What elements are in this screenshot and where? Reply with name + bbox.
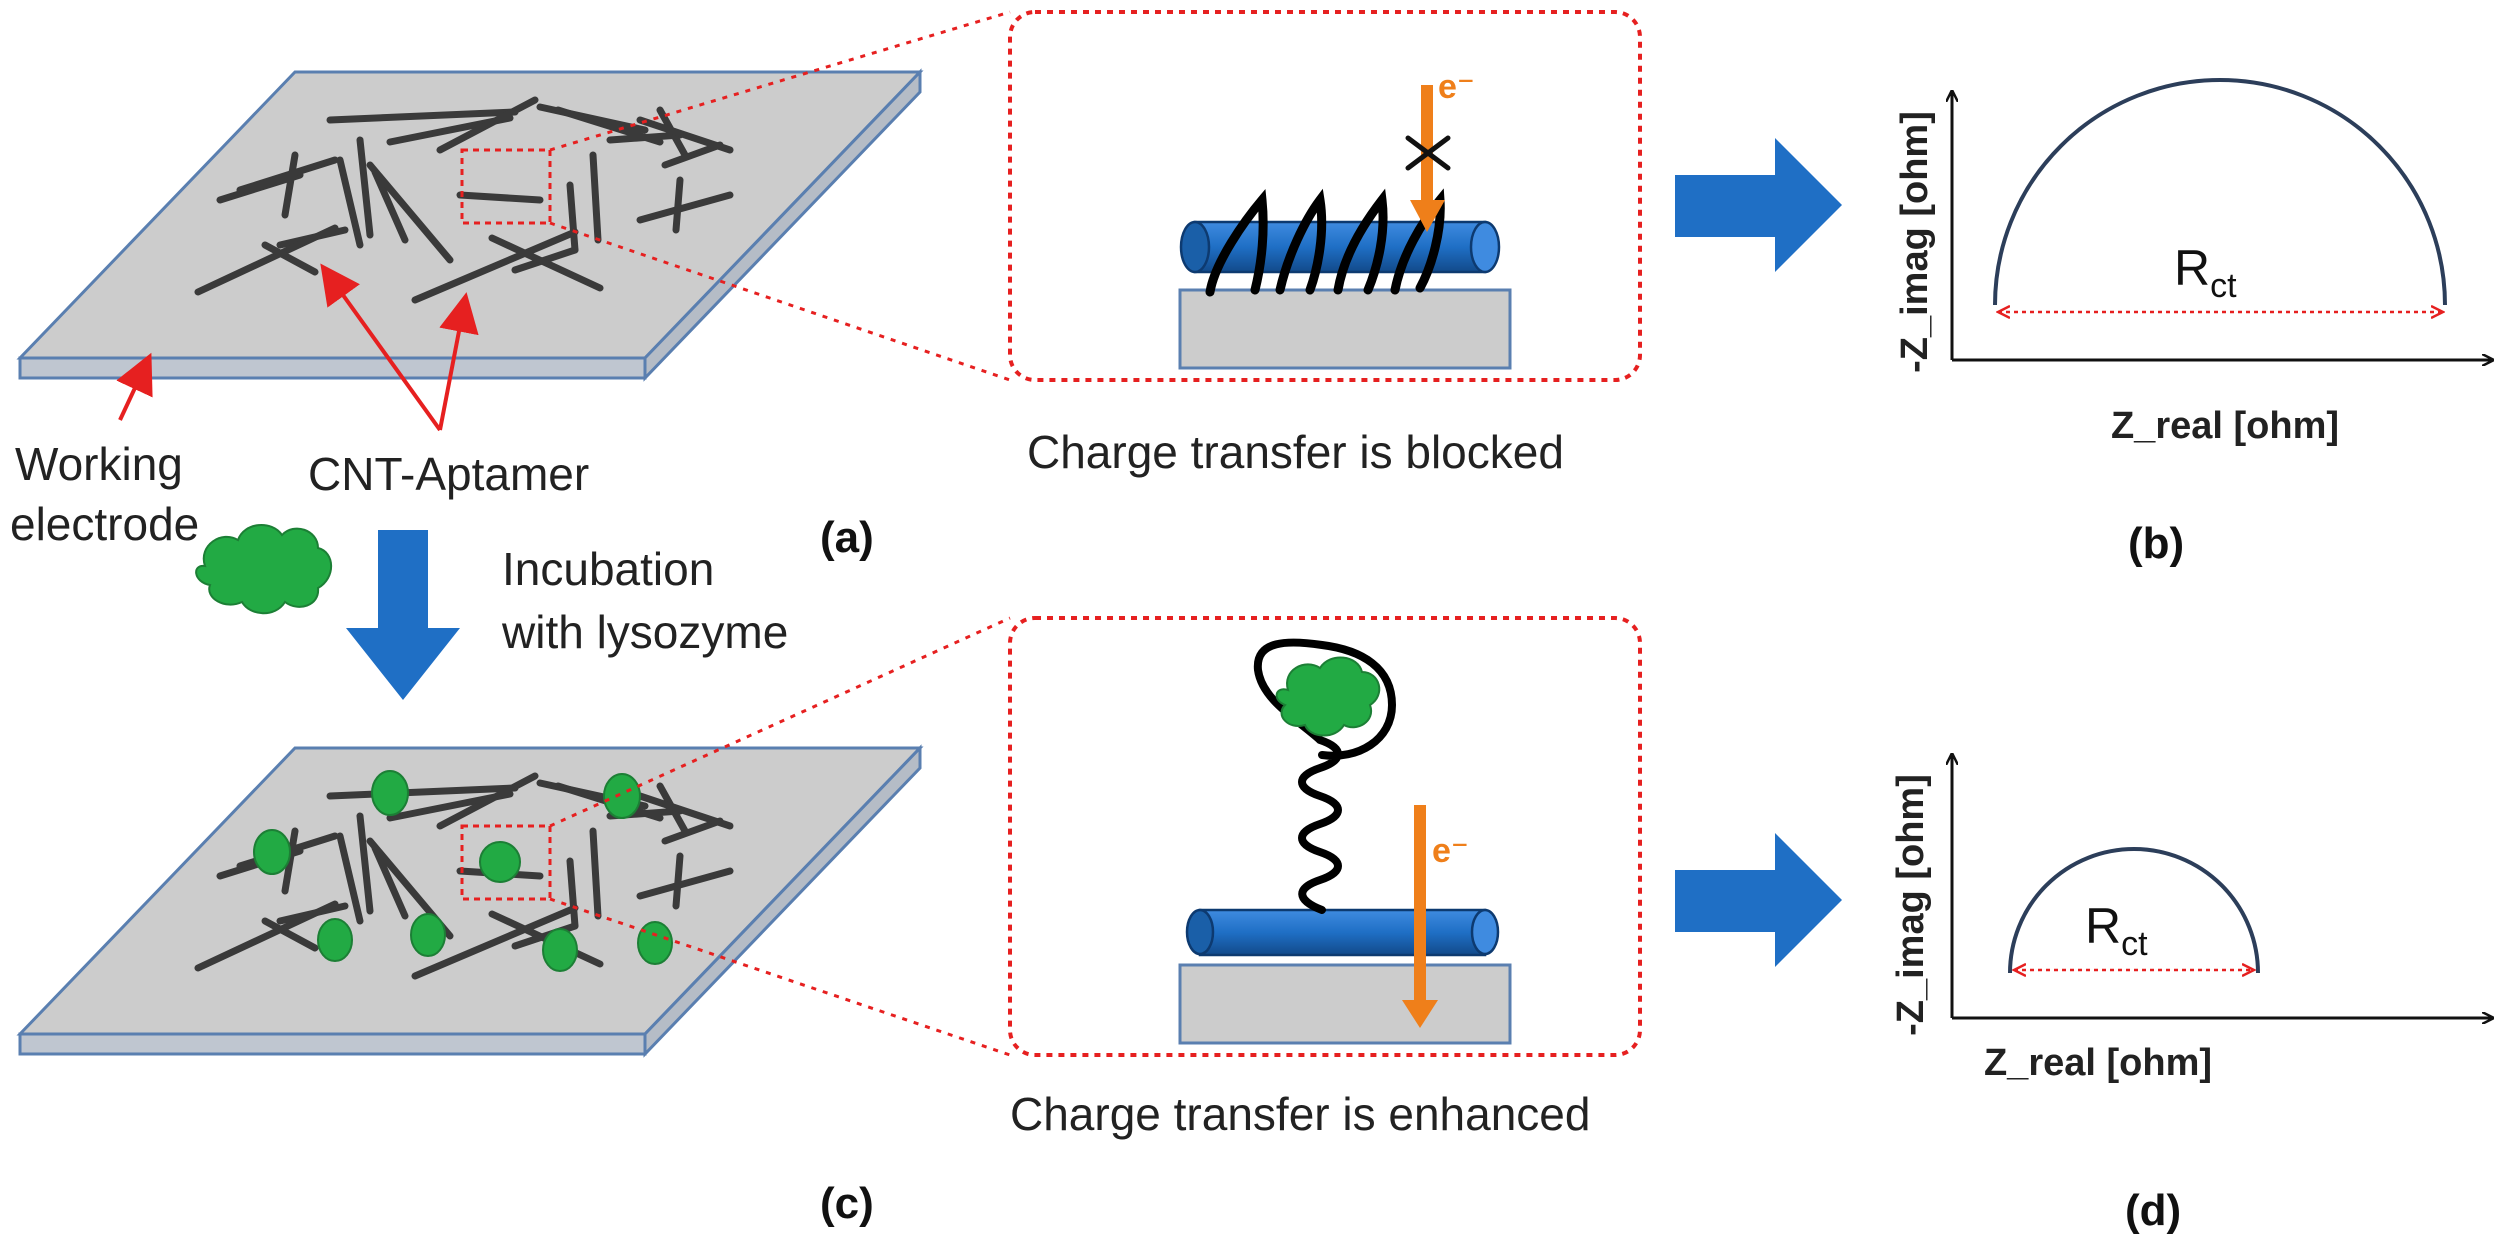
bound-lysozyme — [603, 773, 641, 819]
working-electrode-bottom — [16, 744, 924, 1058]
y-axis-label-bottom: -Z_imag [ohm] — [1890, 774, 1932, 1036]
x-axis-label-top: Z_real [ohm] — [2111, 405, 2339, 447]
incubation-label: with lysozyme — [501, 606, 788, 658]
captured-lysozyme — [1275, 656, 1381, 737]
incubation-label: Incubation — [502, 543, 714, 595]
electron-label: e⁻ — [1432, 832, 1469, 870]
working-electrode-top — [16, 68, 924, 382]
rct-label-bottom: Rct — [2085, 898, 2148, 963]
y-axis-label-top: -Z_imag [ohm] — [1894, 111, 1936, 373]
electron-blocked-arrow — [1410, 85, 1445, 232]
working-electrode-label: Working — [15, 438, 183, 490]
result-arrow-bottom — [1675, 833, 1842, 967]
bound-lysozyme — [479, 841, 521, 883]
nyquist-plot-top: Rct -Z_imag [ohm] Z_real [ohm] — [1894, 78, 2492, 447]
x-axis-label-bottom: Z_real [ohm] — [1984, 1042, 2212, 1084]
bound-lysozyme-group — [253, 770, 673, 972]
panel-label-a: (a) — [820, 513, 874, 562]
zoom-region-top — [460, 148, 552, 225]
incubation-arrow — [346, 530, 460, 700]
lysozyme-icon — [195, 523, 333, 615]
cnt-aptamer-pointer — [320, 263, 442, 432]
enhanced-caption: Charge transfer is enhanced — [1010, 1088, 1590, 1140]
panel-label-d: (d) — [2125, 1186, 2181, 1235]
blocked-caption: Charge transfer is blocked — [1027, 426, 1564, 478]
electron-label: e⁻ — [1438, 68, 1475, 106]
working-electrode-label: electrode — [10, 498, 199, 550]
bound-lysozyme — [253, 829, 291, 875]
cnt-aptamer-pointer — [438, 292, 479, 431]
rct-label-top: Rct — [2174, 240, 2237, 305]
electron-flow-arrow — [1402, 805, 1438, 1028]
zoom-line — [549, 221, 1011, 382]
bound-lysozyme — [410, 913, 446, 957]
zoom-region-bottom — [460, 824, 552, 901]
zoom-line — [549, 616, 1011, 828]
cnt-aptamer-label: CNT-Aptamer — [308, 448, 589, 500]
bound-lysozyme — [542, 928, 578, 972]
aptamer-strand — [1253, 638, 1397, 914]
blocked-cross-icon — [1405, 135, 1451, 171]
bound-lysozyme — [371, 770, 409, 816]
electrode-block-bottom — [1178, 963, 1512, 1045]
zoom-panel-bottom — [1008, 616, 1642, 1057]
semicircle-small — [2008, 847, 2260, 974]
cnt-network-top — [194, 96, 734, 304]
zoom-line — [549, 897, 1011, 1057]
cnt-cylinder-bottom — [1185, 908, 1500, 957]
bound-lysozyme — [317, 918, 353, 962]
working-electrode-pointer — [116, 352, 153, 421]
nyquist-plot-bottom: Rct -Z_imag [ohm] Z_real [ohm] — [1890, 755, 2492, 1084]
result-arrow-top — [1675, 138, 1842, 272]
semicircle-large — [1993, 78, 2447, 306]
panel-label-c: (c) — [820, 1179, 874, 1228]
zoom-line — [549, 10, 1011, 152]
electrode-block-top — [1178, 288, 1512, 370]
panel-label-b: (b) — [2128, 519, 2184, 568]
bound-lysozyme — [637, 921, 673, 965]
zoom-panel-top — [1008, 10, 1642, 382]
wrapped-aptamer — [1205, 188, 1445, 297]
